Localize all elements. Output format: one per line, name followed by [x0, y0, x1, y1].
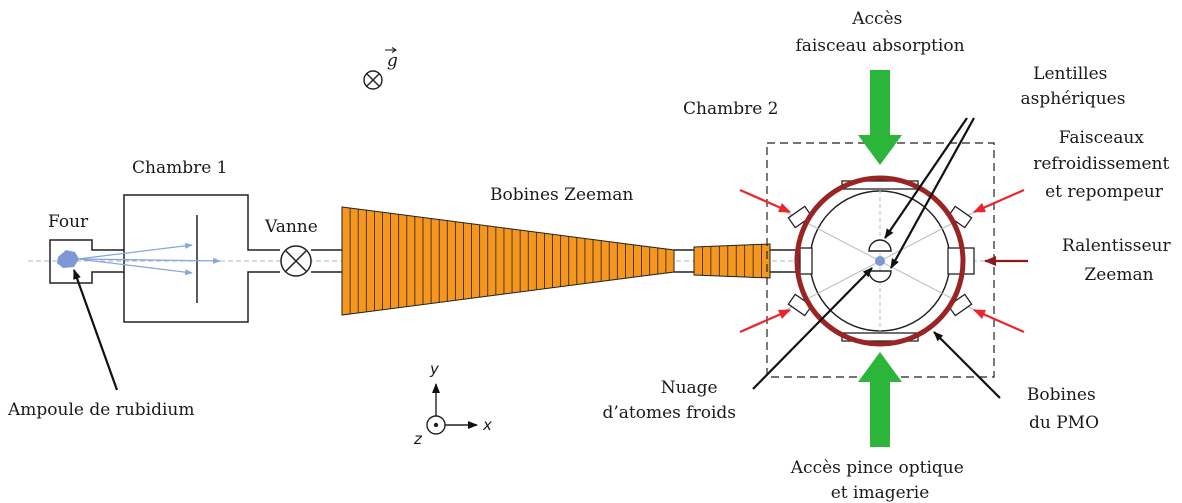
zeeman-slower-label: Ralentisseur Zeeman: [1062, 236, 1176, 285]
valve-label: Vanne: [264, 217, 318, 237]
cold-cloud-label: Nuage d’atomes froids: [603, 378, 737, 423]
absorption-access-label: Accès faisceau absorption: [795, 9, 964, 56]
atomic-beam: [77, 242, 221, 276]
chamber-2-label: Chambre 2: [683, 99, 779, 119]
oven-label: Four: [48, 212, 89, 232]
mot-coils-label: Bobines du PMO: [1027, 385, 1101, 433]
axes-icon: [426, 383, 478, 435]
cooling-beams-label: Faisceaux refroidissement et repompeur: [1033, 128, 1174, 202]
coil-section: [341, 206, 675, 316]
cold-atom-cloud: [875, 256, 885, 266]
aspheric-lens-top: [868, 239, 892, 252]
chamber-1-label: Chambre 1: [132, 158, 228, 178]
rubidium-ampoule: [57, 250, 79, 268]
gravity-label: g: [387, 51, 398, 71]
axis-z-label: z: [413, 430, 423, 448]
mot-coil: [794, 175, 966, 347]
chamber-1: [123, 194, 280, 323]
zeeman-slower-coils: [341, 206, 771, 316]
pointer-arrows: [72, 117, 1001, 399]
aspheric-lenses-label: Lentilles asphériques: [1021, 64, 1126, 109]
cooling-beams: [739, 188, 1025, 334]
rubidium-ampoule-label: Ampoule de rubidium: [7, 400, 195, 420]
axis-x-label: x: [482, 416, 492, 434]
absorption-beam-arrow: [858, 70, 902, 165]
gravity-icon: [363, 47, 398, 90]
tweezer-access-label: Accès pince optique et imagerie: [790, 458, 969, 503]
imaging-beam-arrow: [858, 352, 902, 447]
axis-y-label: y: [429, 360, 440, 378]
coil-section: [693, 243, 771, 279]
zeeman-coils-label: Bobines Zeeman: [490, 185, 633, 205]
